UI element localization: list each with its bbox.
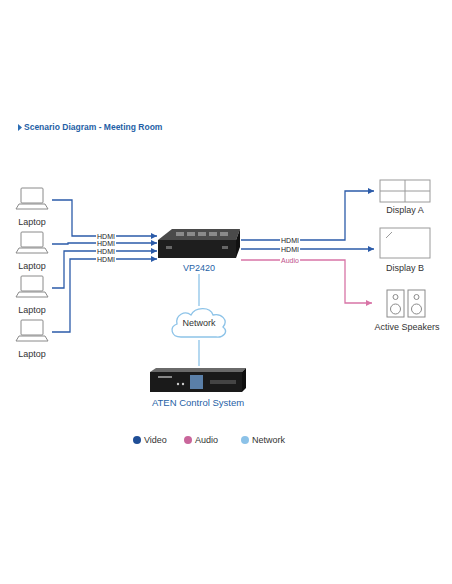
legend-swatch xyxy=(184,436,192,444)
speaker-box xyxy=(387,290,404,317)
laptop-screen xyxy=(21,232,43,247)
laptop-node: Laptop xyxy=(12,230,52,272)
signal-connector xyxy=(198,274,199,306)
speaker-box xyxy=(408,290,425,317)
node-label: Laptop xyxy=(18,261,46,272)
device-button xyxy=(209,232,217,236)
speaker-woofer xyxy=(391,304,401,314)
laptop-icon xyxy=(16,320,48,341)
display-icon xyxy=(380,180,430,202)
device-button xyxy=(198,232,206,236)
device-button xyxy=(187,232,195,236)
signal-connector xyxy=(241,248,374,249)
legend-label: Video xyxy=(144,435,167,445)
laptop-icon xyxy=(16,188,48,209)
control-device xyxy=(150,368,246,392)
laptop-screen xyxy=(21,276,43,291)
node-label: Display B xyxy=(386,263,424,274)
diagram-title: Scenario Diagram - Meeting Room xyxy=(24,122,162,132)
edge-label: HDMI xyxy=(96,233,116,240)
device-button xyxy=(220,232,228,236)
display-frame xyxy=(380,180,430,202)
display-node: Display B xyxy=(374,226,436,274)
device-front xyxy=(158,240,236,258)
laptop-node: Laptop xyxy=(12,318,52,360)
speaker-woofer xyxy=(412,304,422,314)
node-label: Active Speakers xyxy=(374,322,439,333)
legend-swatch xyxy=(133,436,141,444)
switch-node: VP2420 xyxy=(157,228,241,274)
node-label: Laptop xyxy=(18,217,46,228)
device-port xyxy=(222,246,228,249)
node-label: ATEN Control System xyxy=(152,397,244,408)
switch-device xyxy=(158,229,240,258)
node-label: Network xyxy=(182,318,215,329)
speaker-node: Active Speakers xyxy=(372,287,442,333)
device-side xyxy=(242,368,246,392)
signal-connector xyxy=(52,259,157,332)
laptop-base xyxy=(16,292,48,297)
device-top xyxy=(158,229,240,240)
edge-label: Audio xyxy=(280,257,300,264)
laptop-screen xyxy=(21,320,43,335)
node-label: VP2420 xyxy=(183,263,215,274)
signal-connector xyxy=(198,340,199,366)
node-label: Laptop xyxy=(18,349,46,360)
signal-connector xyxy=(52,200,157,236)
device-port xyxy=(166,246,172,249)
display-icon xyxy=(380,228,430,258)
speaker-tweeter xyxy=(393,295,398,300)
laptop-base xyxy=(16,204,48,209)
node-label: Display A xyxy=(386,205,424,216)
device-screen xyxy=(190,375,203,389)
node-label: Laptop xyxy=(18,305,46,316)
laptop-screen xyxy=(21,188,43,203)
edge-label: HDMI xyxy=(280,237,300,244)
control-node: ATEN Control System xyxy=(140,366,256,408)
device-detail xyxy=(158,376,172,378)
display-glare xyxy=(386,232,392,238)
device-port xyxy=(210,380,236,384)
legend-swatch xyxy=(241,436,249,444)
speaker-tweeter xyxy=(414,295,419,300)
laptop-icon xyxy=(16,232,48,253)
laptop-node: Laptop xyxy=(12,274,52,316)
laptop-icon xyxy=(16,276,48,297)
device-led xyxy=(182,383,184,385)
edge-label: HDMI xyxy=(96,248,116,255)
signal-connector xyxy=(52,251,157,288)
display-split xyxy=(380,191,430,192)
device-top xyxy=(150,368,246,372)
network-cloud: Network xyxy=(168,306,230,340)
edge-label: HDMI xyxy=(96,240,116,247)
title-marker xyxy=(18,124,22,131)
laptop-base xyxy=(16,336,48,341)
legend-label: Audio xyxy=(195,435,218,445)
device-button xyxy=(176,232,184,236)
cloud-shape xyxy=(172,309,225,337)
display-frame xyxy=(380,228,430,258)
edge-label: HDMI xyxy=(96,256,116,263)
legend-label: Network xyxy=(252,435,285,445)
laptop-base xyxy=(16,248,48,253)
signal-connector xyxy=(241,191,374,240)
signal-connector xyxy=(241,260,372,303)
speaker-icon xyxy=(387,290,425,317)
display-node: Display A xyxy=(374,178,436,216)
device-led xyxy=(177,383,179,385)
device-side xyxy=(236,229,240,258)
edge-label: HDMI xyxy=(280,246,300,253)
device-front xyxy=(150,372,242,392)
laptop-node: Laptop xyxy=(12,186,52,228)
